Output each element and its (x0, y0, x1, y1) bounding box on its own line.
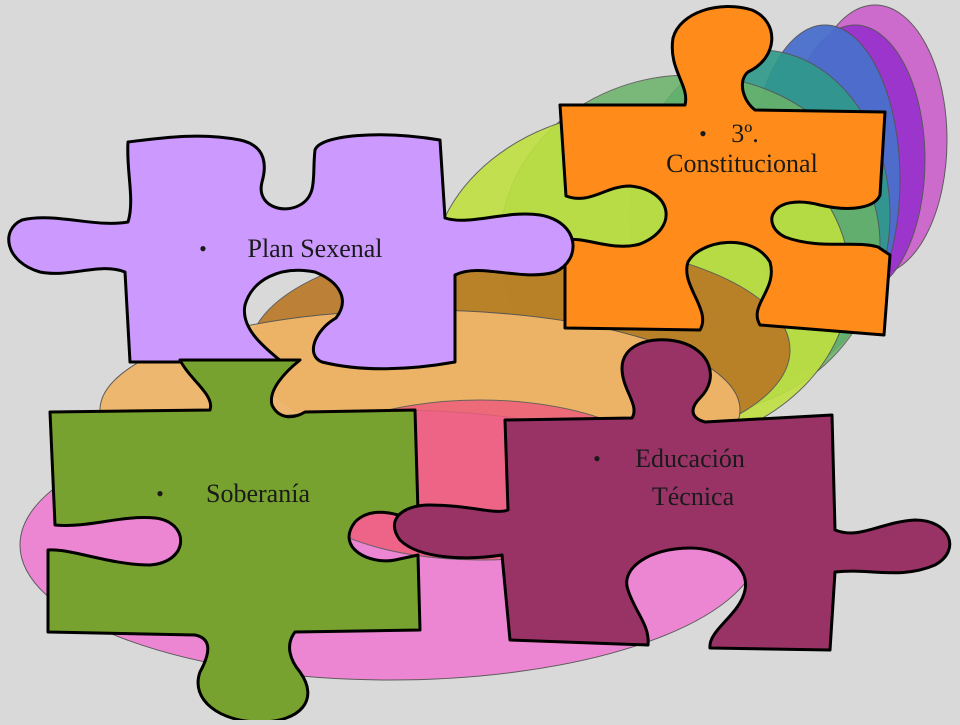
piece-constitucional: • 3º. Constitucional (558, 5, 892, 337)
piece-educacion-tecnica-shape (393, 338, 952, 652)
piece-educacion-tecnica-line1: Educación (635, 444, 745, 473)
piece-plan-sexenal-label: Plan Sexenal (247, 234, 382, 263)
piece-plan-sexenal-bullet: • (199, 236, 207, 261)
piece-constitucional-line1: 3º. (731, 119, 759, 148)
piece-educacion-tecnica-line2: Técnica (652, 482, 735, 511)
piece-constitucional-line2: Constitucional (666, 149, 818, 178)
piece-soberania-bullet: • (156, 481, 164, 506)
piece-plan-sexenal: • Plan Sexenal (7, 133, 575, 371)
piece-plan-sexenal-shape (7, 133, 575, 371)
piece-educacion-tecnica-bullet: • (593, 446, 601, 471)
piece-soberania-label: Soberanía (206, 479, 310, 508)
piece-constitucional-shape (558, 5, 892, 337)
piece-educacion-tecnica: • Educación Técnica (393, 338, 952, 652)
piece-constitucional-bullet: • (699, 121, 707, 146)
